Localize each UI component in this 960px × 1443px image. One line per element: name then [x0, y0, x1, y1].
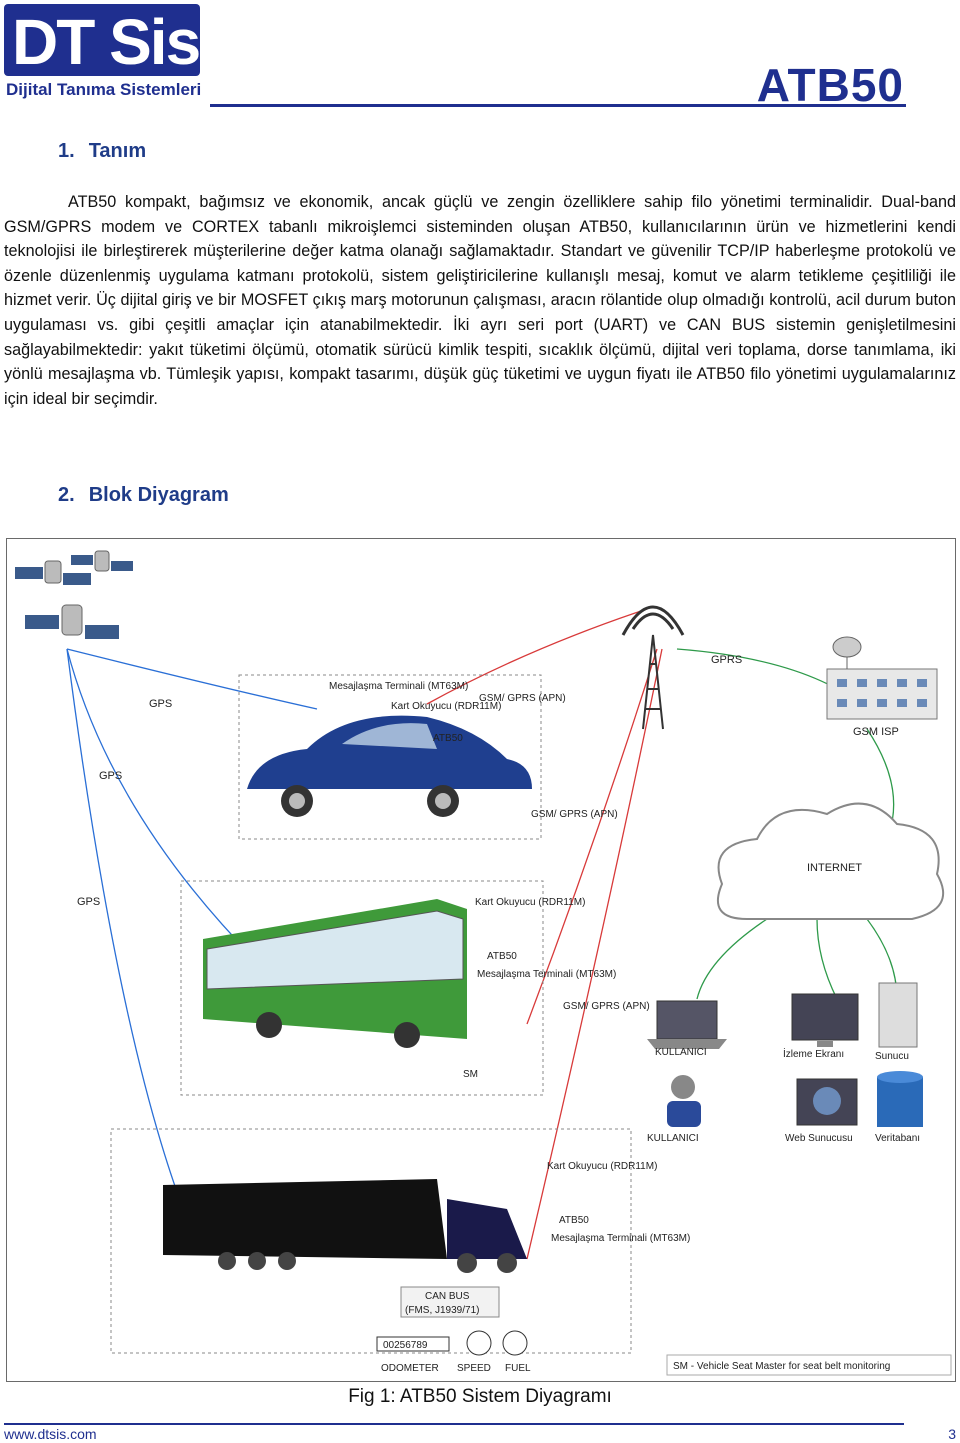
link-cloud-monitor: [816, 918, 838, 1000]
car-card-reader-label: Kart Okuyucu (RDR11M): [391, 701, 501, 712]
gps-link-car: [66, 648, 318, 710]
odometer-value: 00256789: [383, 1340, 428, 1351]
speed-label: SPEED: [457, 1363, 491, 1374]
laptop-icon: [647, 1000, 727, 1049]
car-gsm-gprs-label: GSM/ GPRS (APN): [479, 693, 566, 704]
bus-sm-label: SM: [463, 1069, 478, 1080]
block-diagram-canvas: GPS GPS GPS GPRS GSM ISP INTERNET: [15, 550, 952, 1376]
gsm-links: [426, 608, 663, 1260]
satellite-icon: [15, 560, 91, 585]
bus-messaging-terminal-label: Mesajlaşma Terminali (MT63M): [477, 969, 616, 980]
database-icon: [877, 1071, 923, 1127]
can-bus-label: CAN BUS: [425, 1291, 470, 1302]
gprs-label: GPRS: [711, 654, 742, 666]
odometer-display: [376, 1336, 450, 1352]
company-logo: DT Sis Dijital Tanıma Sistemleri: [4, 4, 214, 104]
satellite-icon: [71, 550, 133, 572]
isp-building-icon: [826, 636, 938, 720]
car-messaging-terminal-label: Mesajlaşma Terminali (MT63M): [329, 681, 468, 692]
section-number: 2.: [58, 484, 75, 506]
user-label: KULLANICI: [647, 1133, 699, 1144]
section-number: 1.: [58, 140, 75, 162]
monitor-label: İzleme Ekranı: [783, 1047, 844, 1060]
legend-box: [666, 1354, 952, 1376]
gsm-gprs-label: GSM/ GPRS (APN): [531, 809, 618, 820]
section-title: Tanım: [88, 140, 147, 162]
bus-atb50-label: ATB50: [487, 951, 517, 962]
database-label: Veritabanı: [875, 1133, 920, 1144]
block-diagram: GPS GPS GPS GPRS GSM ISP INTERNET: [6, 538, 956, 1382]
page-number: 3: [948, 1426, 956, 1442]
car-atb50-label: ATB50: [433, 733, 463, 744]
bus-group-frame: [180, 880, 544, 1096]
gps-link-truck: [66, 648, 188, 1220]
web-server-label: Web Sunucusu: [785, 1133, 853, 1144]
truck-group-frame: [110, 1128, 632, 1354]
gsm-link-truck: [526, 648, 663, 1260]
bus-card-reader-label: Kart Okuyucu (RDR11M): [475, 897, 585, 908]
link-cloud-user: [696, 918, 768, 1000]
section-title: Blok Diyagram: [88, 484, 229, 506]
logo-text: DT Sis: [12, 6, 201, 78]
odometer-label: ODOMETER: [381, 1363, 439, 1374]
user-label: KULLANICI: [655, 1047, 707, 1058]
monitor-icon: [791, 993, 859, 1047]
bus-gsm-gprs-label: GSM/ GPRS (APN): [563, 1001, 650, 1012]
gps-label: GPS: [149, 698, 172, 710]
user-phone-icon: [667, 1075, 701, 1127]
fuel-gauge-icon: [502, 1330, 528, 1356]
truck-messaging-terminal-label: Mesajlaşma Terminali (MT63M): [551, 1233, 690, 1244]
server-label: Sunucu: [875, 1051, 909, 1062]
internet-label: INTERNET: [807, 862, 862, 874]
section-heading-blok-diyagram: 2. Blok Diyagram: [58, 484, 229, 507]
speed-gauge-icon: [466, 1330, 492, 1356]
server-icon: [878, 982, 918, 1048]
legend-text: SM - Vehicle Seat Master for seat belt m…: [673, 1361, 890, 1372]
truck-atb50-label: ATB50: [559, 1215, 589, 1226]
section-heading-tanim: 1. Tanım: [58, 140, 146, 163]
satellite-icon: [25, 604, 119, 639]
bus-icon: [203, 899, 467, 1048]
internet-cloud-icon: [717, 802, 945, 920]
gsm-tower-icon: [621, 605, 685, 730]
logo-subtitle: Dijital Tanıma Sistemleri: [6, 80, 202, 99]
header-rule: [210, 104, 906, 107]
gsm-link-bus: [526, 648, 658, 1025]
gps-label: GPS: [99, 770, 122, 782]
truck-card-reader-label: Kart Okuyucu (RDR11M): [547, 1161, 657, 1172]
logo-box: DT Sis: [4, 4, 201, 78]
gps-label: GPS: [77, 896, 100, 908]
gsm-isp-label: GSM ISP: [853, 726, 899, 738]
can-bus-box: [400, 1286, 500, 1318]
product-code: ATB50: [756, 59, 904, 111]
figure-caption: Fig 1: ATB50 Sistem Diyagramı: [348, 1386, 612, 1407]
car-icon: [247, 715, 532, 817]
footer-rule: [4, 1423, 904, 1425]
car-group-frame: [238, 674, 542, 840]
truck-icon: [163, 1179, 527, 1273]
gsm-link-car: [426, 608, 648, 705]
fuel-label: FUEL: [505, 1363, 531, 1374]
footer-url[interactable]: www.dtsis.com: [4, 1426, 97, 1442]
can-bus-sub-label: (FMS, J1939/71): [405, 1305, 479, 1316]
web-server-icon: [796, 1078, 858, 1126]
page-header: DT Sis Dijital Tanıma Sistemleri ATB50: [0, 0, 960, 111]
section-body: ATB50 kompakt, bağımsız ve ekonomik, anc…: [4, 193, 956, 408]
